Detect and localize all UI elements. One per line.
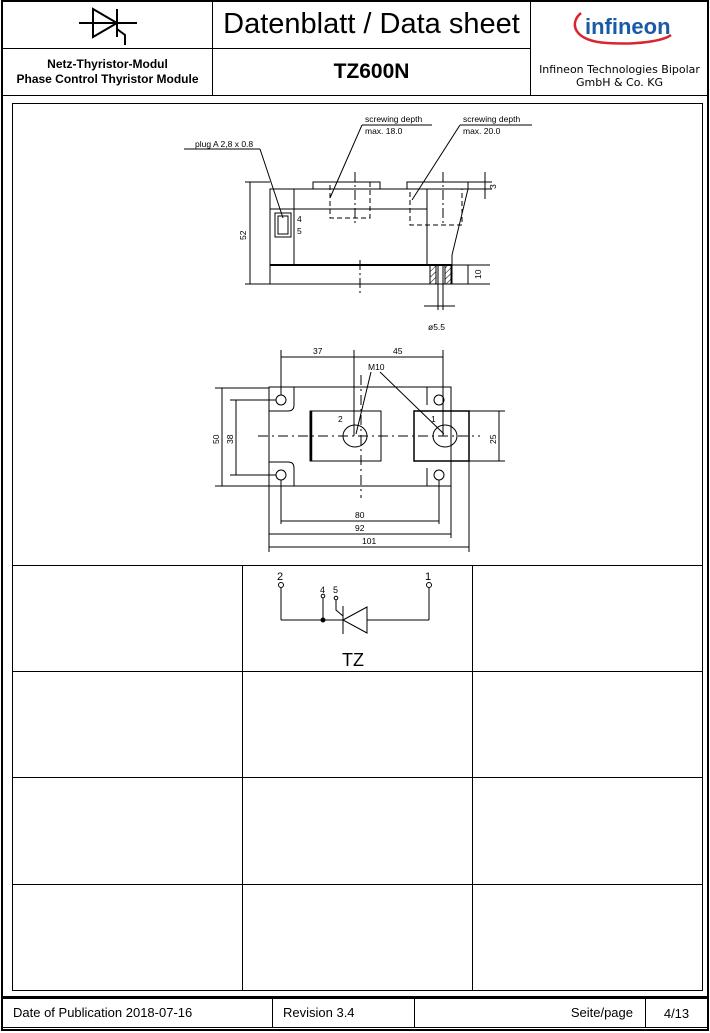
dim-45: 45 <box>393 346 403 356</box>
infineon-logo: infineon <box>567 7 677 47</box>
plug-label: plug A 2,8 x 0.8 <box>195 139 253 149</box>
plug-pin4: 4 <box>297 214 302 224</box>
circuit-diagram-cell: 2 1 4 5 TZ <box>242 565 473 672</box>
screw1-label: screwing depth <box>365 114 422 124</box>
grid-cell <box>242 884 473 991</box>
circuit-pin1: 1 <box>425 571 431 583</box>
dim-38: 38 <box>225 434 235 444</box>
footer-rule <box>2 996 708 998</box>
dim-80: 80 <box>355 510 365 520</box>
circuit-pin2: 2 <box>277 571 283 583</box>
dim-37: 37 <box>313 346 323 356</box>
dim-52: 52 <box>238 230 248 240</box>
terminal-1-label: 1 <box>431 414 436 424</box>
company-name-line1: Infineon Technologies Bipolar <box>539 63 700 76</box>
circuit-label: TZ <box>342 650 364 670</box>
grid-cell <box>12 671 243 778</box>
dim-101: 101 <box>362 536 376 546</box>
grid-cell <box>12 565 243 672</box>
grid-cell <box>242 671 473 778</box>
grid-cell <box>12 884 243 991</box>
screw2-label: screwing depth <box>463 114 520 124</box>
dim-10: 10 <box>473 269 483 279</box>
grid-cell <box>472 884 703 991</box>
terminal-2-label: 2 <box>338 414 343 424</box>
page-label: Seite/page <box>414 998 646 1028</box>
product-type-de: Netz-Thyristor-Modul <box>47 57 168 71</box>
plug-pin5: 5 <box>297 226 302 236</box>
dim-3: 3 <box>488 184 498 189</box>
grid-cell <box>12 777 243 885</box>
grid-cell <box>472 671 703 778</box>
part-number: TZ600N <box>212 48 531 96</box>
publication-date: Date of Publication 2018-07-16 <box>2 998 273 1028</box>
product-type-en: Phase Control Thyristor Module <box>16 72 199 86</box>
grid-cell <box>242 777 473 885</box>
circuit-pin4: 4 <box>320 585 325 595</box>
circuit-pin5: 5 <box>333 585 338 595</box>
grid-cell <box>472 777 703 885</box>
screw1-value: max. 18.0 <box>365 126 403 136</box>
revision: Revision 3.4 <box>272 998 415 1028</box>
mechanical-drawing: plug A 2,8 x 0.8 screwing depth max. 18.… <box>184 114 532 552</box>
dim-92: 92 <box>355 523 365 533</box>
document-title: Datenblatt / Data sheet <box>212 0 531 49</box>
logo-cell: infineon Infineon Technologies Bipolar G… <box>530 0 709 96</box>
thread-label: M10 <box>368 362 385 372</box>
company-name-line2: GmbH & Co. KG <box>575 76 663 89</box>
thyristor-icon <box>78 6 137 45</box>
dim-50: 50 <box>211 434 221 444</box>
page-number: 4/13 <box>645 998 708 1028</box>
grid-cell <box>472 565 703 672</box>
product-type-cell: Netz-Thyristor-Modul Phase Control Thyri… <box>2 48 213 96</box>
svg-text:infineon: infineon <box>585 14 671 39</box>
dim-25: 25 <box>488 434 498 444</box>
dim-hole: ø5.5 <box>428 322 445 332</box>
circuit-diagram: 2 1 4 5 TZ <box>277 571 432 670</box>
screw2-value: max. 20.0 <box>463 126 501 136</box>
